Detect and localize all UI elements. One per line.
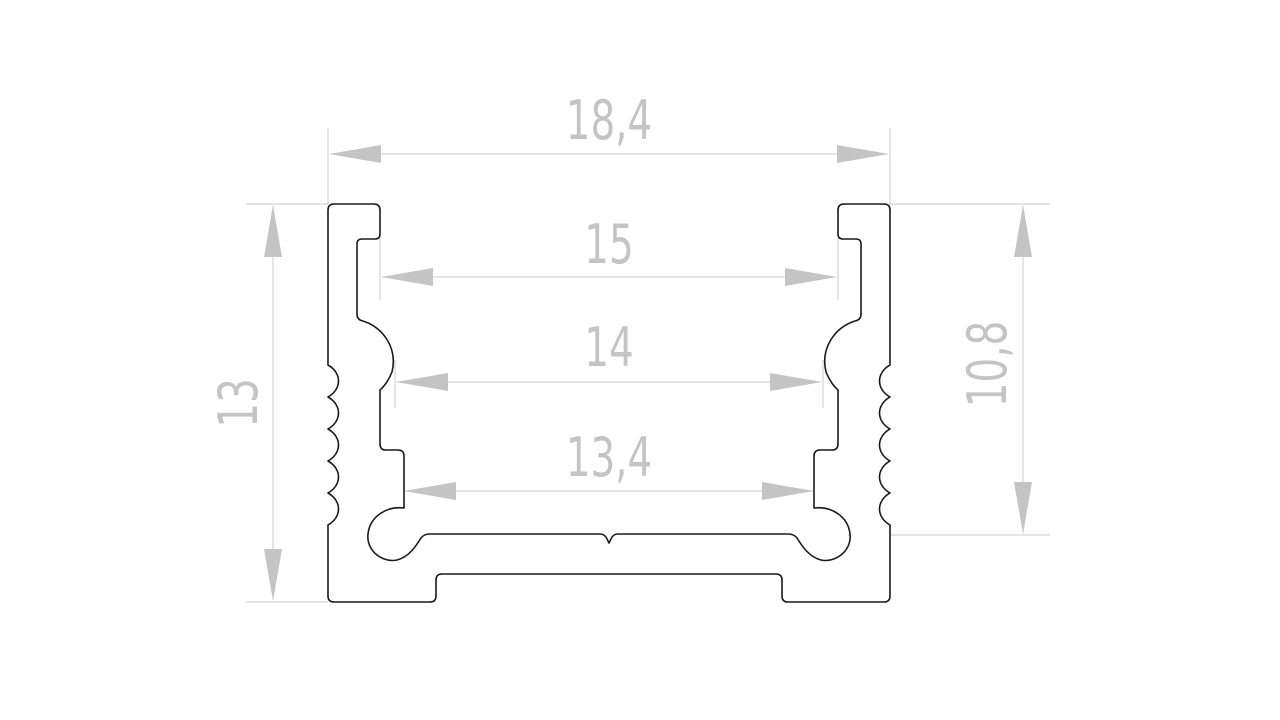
dimension-overall-width: 18,4 (329, 90, 889, 163)
dimension-inner-width-mid: 14 (396, 317, 822, 391)
dimension-label-inner-width-top: 15 (584, 214, 633, 277)
dimension-label-inner-width-mid: 14 (584, 317, 633, 380)
dimension-inner-width-top: 15 (381, 214, 837, 286)
dimension-inner-height: 10,8 (957, 205, 1032, 534)
dimension-overall-height: 13 (208, 205, 282, 601)
dimension-label-inner-width-bottom: 13,4 (566, 427, 653, 490)
dimension-label-overall-width: 18,4 (566, 90, 653, 153)
extension-lines (246, 128, 1050, 603)
profile-outline (327, 203, 891, 603)
dimension-label-inner-height: 10,8 (957, 321, 1020, 408)
dimension-label-overall-height: 13 (208, 378, 271, 427)
dimension-inner-width-bottom: 13,4 (404, 427, 814, 500)
